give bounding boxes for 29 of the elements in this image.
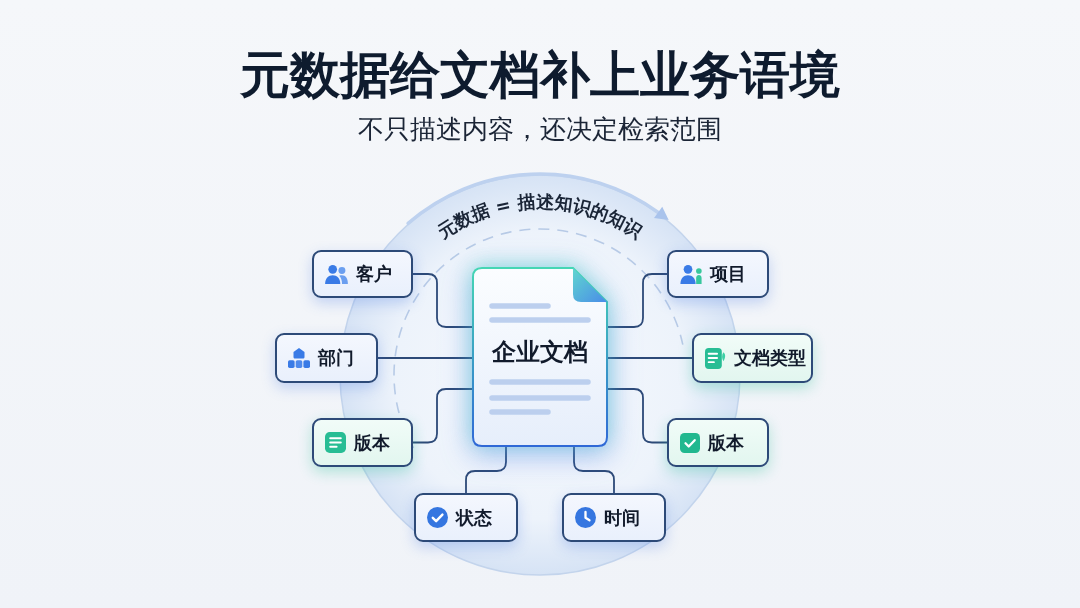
metadata-card (312, 250, 413, 298)
card-label: 项目 (710, 263, 746, 285)
metadata-card (312, 418, 413, 467)
subtitle: 不只描述内容，还决定检索范围 (358, 113, 722, 146)
connector-line (573, 446, 615, 494)
metadata-card (692, 333, 813, 383)
connector-line (607, 357, 693, 359)
card-label: 文档类型 (734, 347, 806, 369)
connector-line (465, 446, 507, 494)
metadata-card (414, 493, 518, 542)
connector-line (607, 273, 668, 328)
card-label: 时间 (604, 506, 640, 529)
connector-line (607, 388, 668, 444)
connector-line (412, 273, 473, 328)
document-title: 企业文档 (492, 337, 588, 367)
metadata-card (562, 493, 666, 542)
arc-label: 元数据 = 描述知识的知识 (433, 190, 647, 243)
card-label: 状态 (456, 506, 492, 529)
title: 元数据给文档补上业务语境 (240, 45, 840, 106)
metadata-card (667, 250, 769, 298)
metadata-card (667, 418, 769, 467)
card-label: 部门 (318, 347, 354, 369)
card-label: 版本 (354, 431, 390, 454)
card-label: 版本 (708, 431, 744, 454)
card-label: 客户 (356, 263, 392, 285)
document-card (472, 267, 608, 447)
metadata-card (275, 333, 378, 383)
connector-line (412, 388, 473, 444)
connector-line (377, 357, 473, 359)
